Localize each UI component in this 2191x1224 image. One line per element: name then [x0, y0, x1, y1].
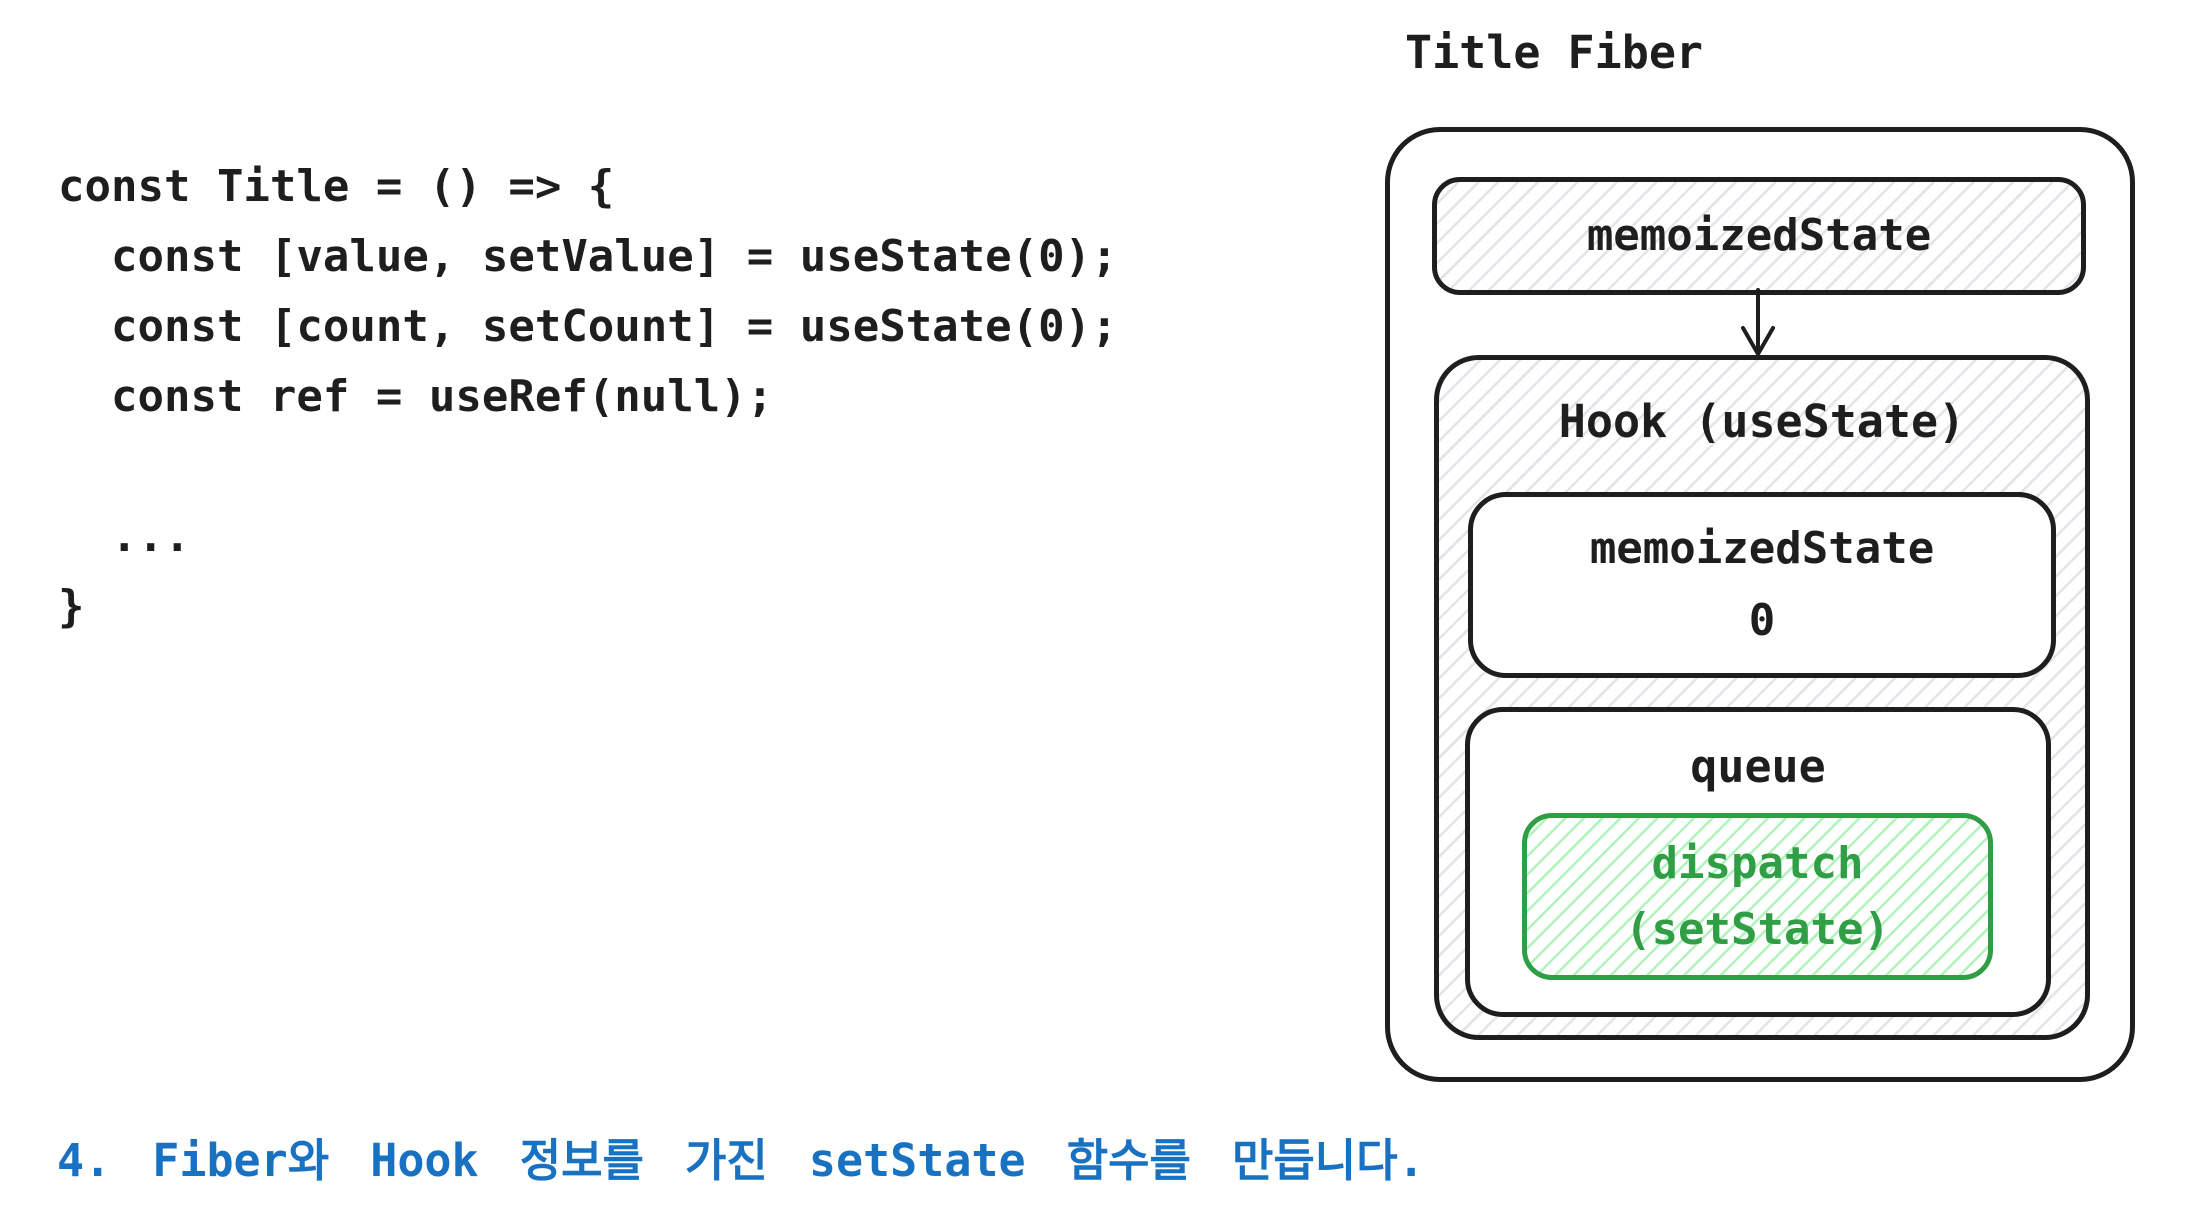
- hook-memoized-state-box: memoizedState 0: [1468, 492, 2056, 678]
- hook-label: Hook (useState): [1558, 395, 1966, 448]
- dispatch-box: dispatch (setState): [1522, 813, 1993, 980]
- diagram-title: Title Fiber: [1405, 26, 1704, 79]
- hook-memoized-state-label: memoizedState: [1589, 523, 1935, 574]
- fiber-memoized-state-label: memoizedState: [1586, 210, 1932, 261]
- code-block: const Title = () => { const [value, setV…: [58, 161, 1118, 632]
- caption-text: 4. Fiber와 Hook 정보를 가진 setState 함수를 만듭니다.: [57, 1134, 1425, 1187]
- hook-memoized-state-value: 0: [1748, 595, 1776, 646]
- dispatch-label-line2: (setState): [1625, 903, 1890, 955]
- fiber-memoized-state-box: memoizedState: [1432, 177, 2086, 295]
- arrow-down-icon: [1741, 288, 1775, 356]
- dispatch-label-line1: dispatch: [1651, 837, 1864, 889]
- queue-label: queue: [1690, 740, 1826, 793]
